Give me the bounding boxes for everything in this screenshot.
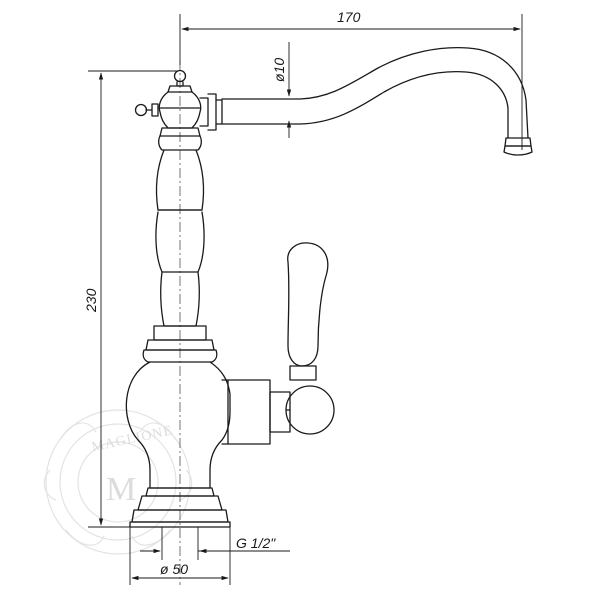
watermark-seal: MAGLIONE M [43, 409, 193, 555]
watermark-monogram: M [106, 471, 137, 508]
width-label: 170 [337, 9, 361, 25]
dimension-spout-diameter: ø10 [271, 42, 292, 138]
dimension-height: 230 [83, 70, 178, 528]
spout-diameter-label: ø10 [271, 58, 287, 82]
watermark-text: MAGLIONE [90, 423, 174, 455]
thread-label: G 1/2" [236, 535, 276, 551]
base-diameter-label: ø 50 [160, 561, 188, 577]
dimension-width: 170 [179, 9, 523, 150]
faucet-outline [125, 46, 533, 528]
height-label: 230 [83, 288, 99, 313]
dimension-base: ø 50 G 1/2" [129, 527, 290, 585]
